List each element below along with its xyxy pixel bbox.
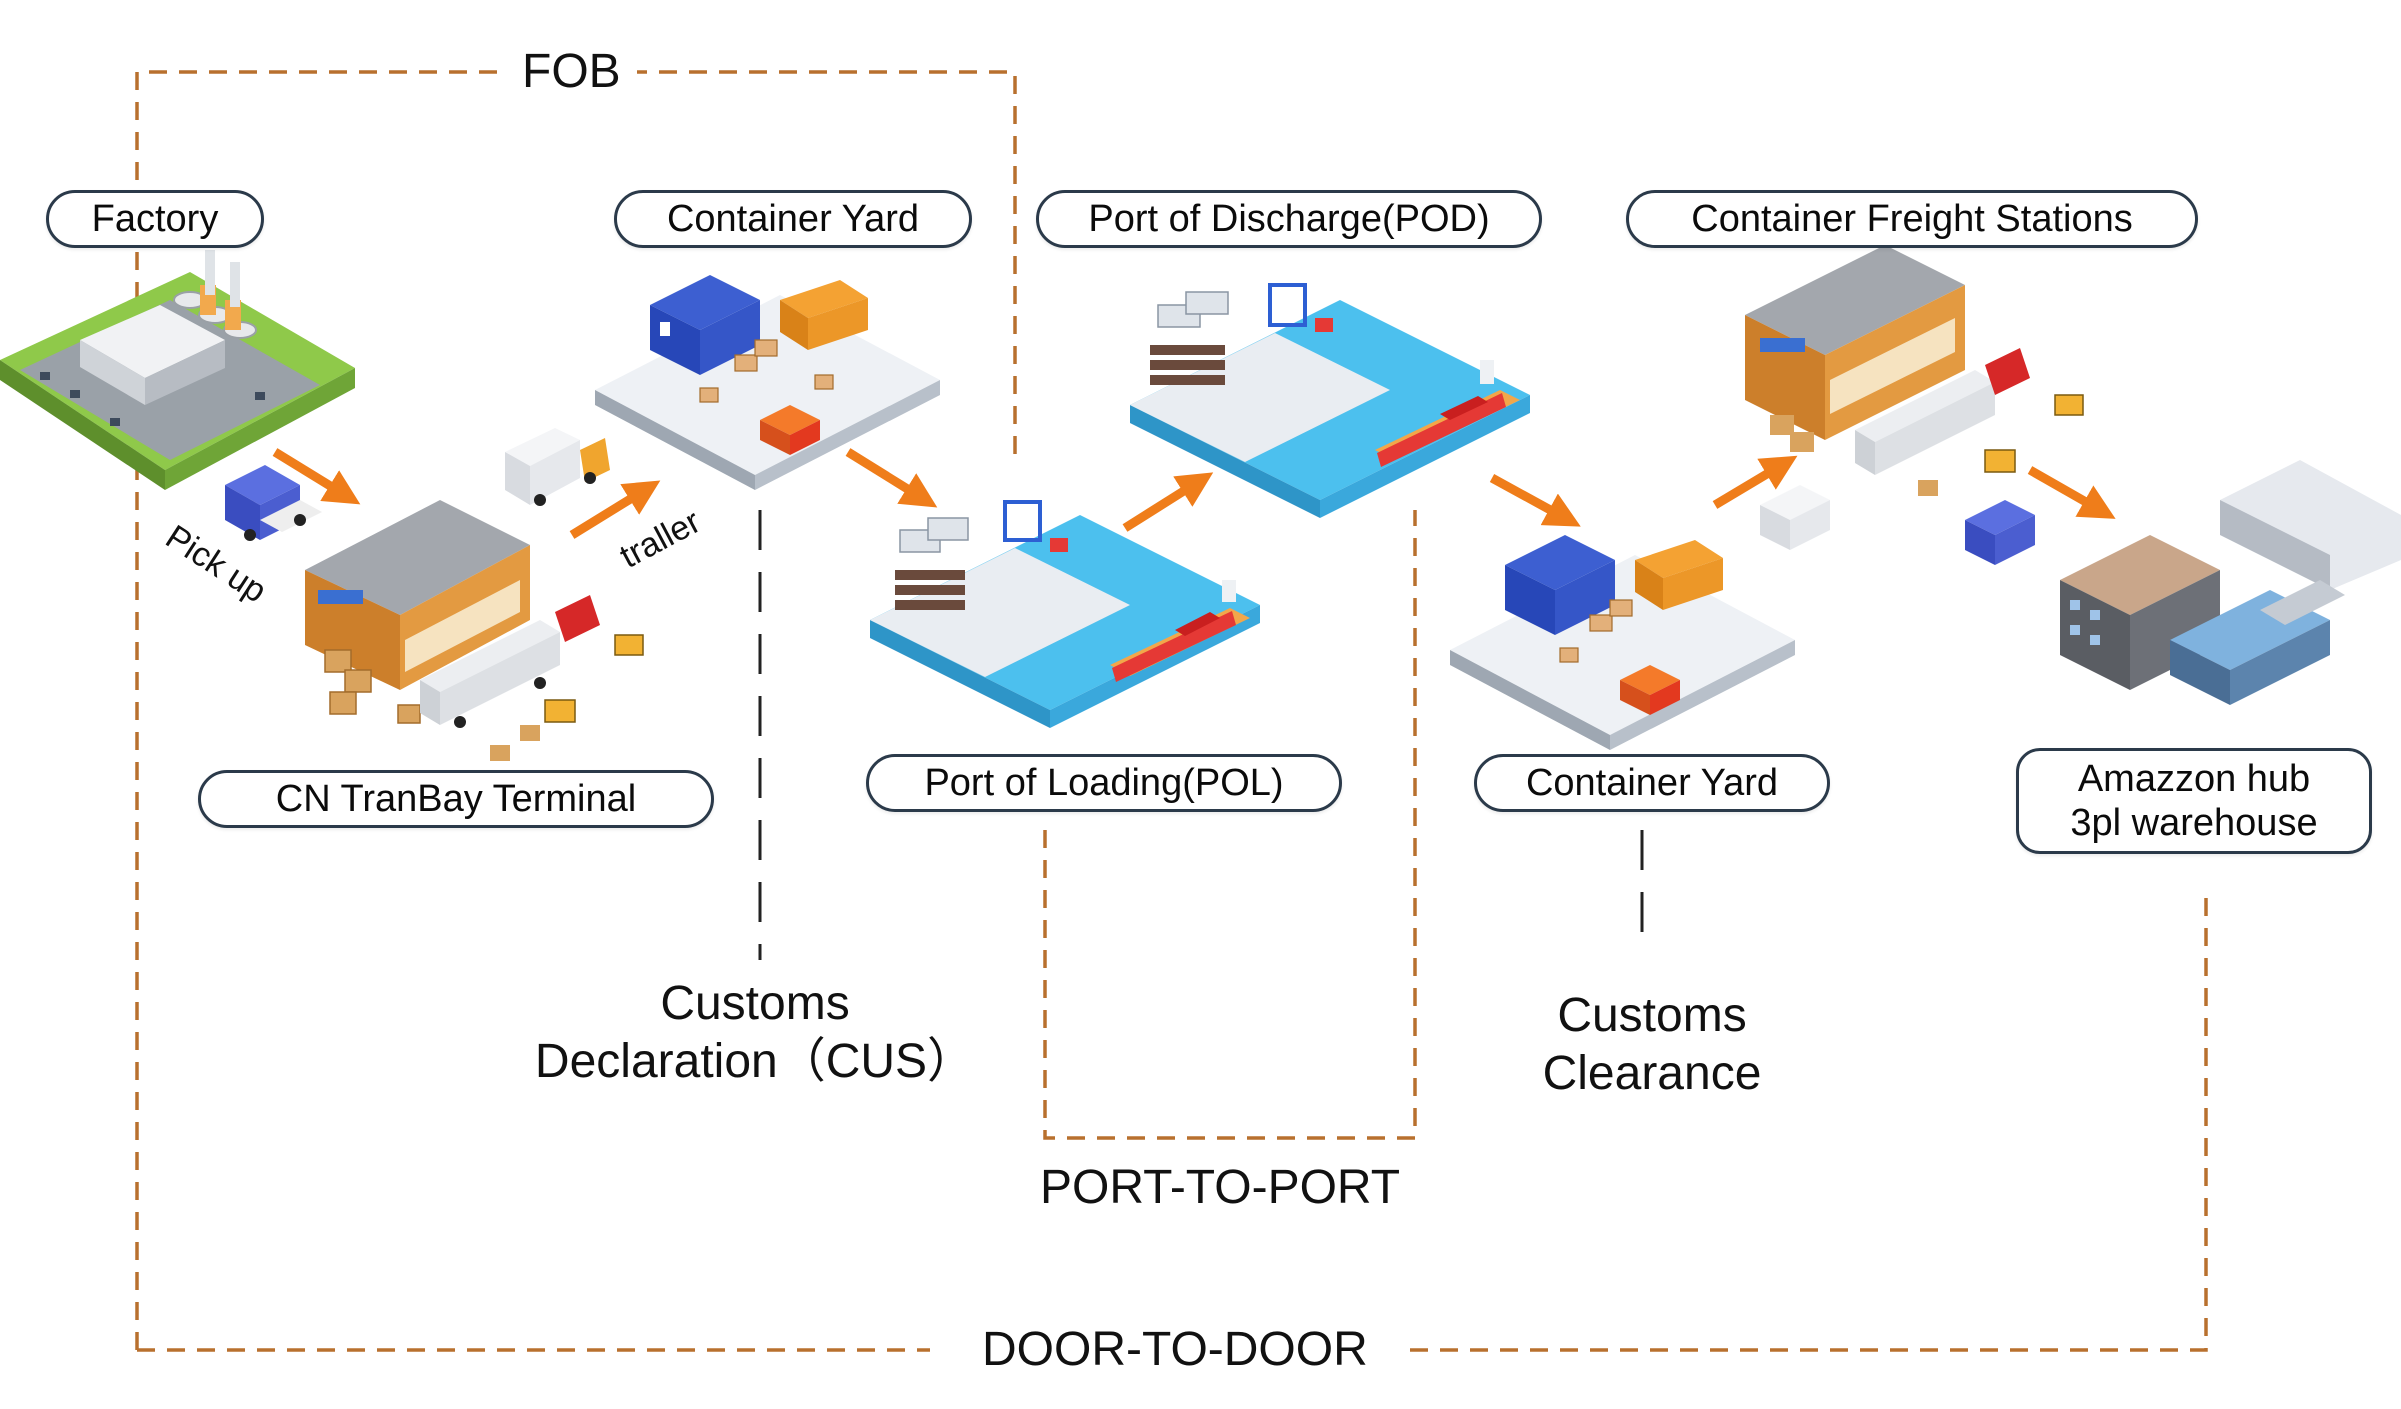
node-label-line2: 3pl warehouse bbox=[2070, 802, 2318, 844]
customs-clearance-label: Customs Clearance bbox=[1452, 987, 1852, 1103]
node-amazon-hub-3pl: Amazzon hub 3pl warehouse bbox=[2016, 748, 2372, 854]
container-yard-dest-illustration bbox=[1450, 535, 1795, 750]
flow-arrows bbox=[272, 448, 2116, 539]
customs-clearance-line1: Customs bbox=[1557, 989, 1747, 1042]
node-port-of-loading: Port of Loading(POL) bbox=[866, 754, 1342, 812]
node-label: CN TranBay Terminal bbox=[275, 777, 637, 820]
customs-clearance-line2: Clearance bbox=[1542, 1047, 1762, 1100]
pol-port-illustration bbox=[870, 500, 1260, 728]
node-label: Port of Loading(POL) bbox=[924, 761, 1284, 804]
customs-declaration-label: Customs Declaration（CUS） bbox=[500, 975, 1010, 1091]
port-to-port-label: PORT-TO-PORT bbox=[1024, 1160, 1417, 1215]
node-cn-tranbay-terminal: CN TranBay Terminal bbox=[198, 770, 714, 828]
node-label: Container Yard bbox=[666, 197, 920, 240]
container-yard-origin-illustration bbox=[595, 275, 940, 490]
customs-declaration-line1: Customs bbox=[660, 977, 850, 1030]
node-label: Factory bbox=[91, 197, 219, 240]
cn-terminal-illustration bbox=[305, 500, 644, 761]
pickup-truck-illustration bbox=[225, 465, 322, 541]
cfs-illustration bbox=[1745, 245, 2084, 565]
customs-connector-lines bbox=[758, 510, 1644, 960]
node-port-of-discharge: Port of Discharge(POD) bbox=[1036, 190, 1542, 248]
node-container-freight-stations: Container Freight Stations bbox=[1626, 190, 2198, 248]
fob-bracket bbox=[135, 70, 1017, 1350]
node-factory: Factory bbox=[46, 190, 264, 248]
node-label: Port of Discharge(POD) bbox=[1088, 197, 1490, 240]
amazon-warehouse-illustration bbox=[2060, 460, 2401, 705]
customs-declaration-line2: Declaration（CUS） bbox=[534, 1035, 976, 1088]
node-container-yard-dest: Container Yard bbox=[1474, 754, 1830, 812]
factory-illustration bbox=[0, 250, 355, 490]
port-to-port-bracket bbox=[1043, 510, 1417, 1140]
fob-label: FOB bbox=[506, 44, 637, 99]
node-label: Container Freight Stations bbox=[1691, 197, 2133, 240]
door-to-door-label: DOOR-TO-DOOR bbox=[966, 1322, 1384, 1377]
node-label-line1: Amazzon hub bbox=[2077, 758, 2311, 800]
node-container-yard-origin: Container Yard bbox=[614, 190, 972, 248]
trailer-truck-illustration bbox=[505, 428, 610, 506]
door-to-door-bracket bbox=[137, 895, 2208, 1352]
pod-port-illustration bbox=[1130, 283, 1530, 518]
node-label: Container Yard bbox=[1525, 761, 1779, 804]
